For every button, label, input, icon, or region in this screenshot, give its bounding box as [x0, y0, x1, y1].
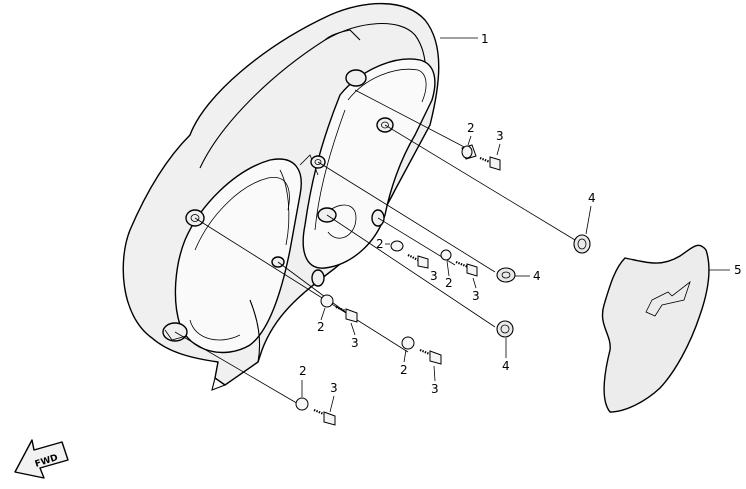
- callout-3-top: 3: [496, 129, 504, 143]
- callout-4-middle: 4: [533, 269, 541, 283]
- callout-3-bottom: 3: [330, 381, 338, 395]
- spacer-collar-top: [461, 144, 477, 160]
- spacer-collar-lower-left: [320, 294, 334, 308]
- callout-4-lower: 4: [502, 359, 510, 373]
- drive-cover-part-1: [122, 2, 440, 391]
- leader-lines: [174, 37, 730, 406]
- callout-5-plate: 5: [734, 263, 742, 277]
- callout-1-cover: 1: [481, 32, 489, 46]
- cover-plate-part-5: [601, 244, 710, 413]
- spacer-collar-lower-mid: [401, 336, 415, 350]
- callout-3-mid-left: 3: [430, 269, 438, 283]
- spacer-collar-mid-right: [440, 249, 452, 261]
- callout-labels: 1 2 3 4 5 2 3 2 3 4 2 3 4 2 3 2 3: [299, 32, 742, 396]
- callout-ticks: [301, 135, 592, 413]
- callout-2-top: 2: [467, 121, 475, 135]
- spacer-collar-bottom: [295, 397, 309, 411]
- callout-2-bottom: 2: [299, 364, 307, 378]
- bolt-top: [479, 156, 501, 171]
- bolt-lower-mid: [419, 348, 442, 365]
- callout-2-mid-left: 2: [376, 237, 384, 251]
- callout-3-lower-left: 3: [351, 336, 359, 350]
- callout-2-lower-mid: 2: [400, 363, 408, 377]
- callout-4-upper: 4: [588, 191, 596, 205]
- bolt-lower-left: [335, 305, 358, 323]
- callout-3-lower-mid: 3: [431, 382, 439, 396]
- grommet-lower: [496, 320, 514, 338]
- callout-3-mid-right: 3: [472, 289, 480, 303]
- bolt-bottom: [313, 408, 336, 426]
- fwd-direction-arrow: FWD: [14, 439, 69, 479]
- bolt-mid-left: [407, 254, 429, 269]
- grommet-middle: [496, 267, 516, 283]
- callout-2-mid-right: 2: [445, 276, 453, 290]
- spacer-collar-mid-left: [390, 240, 404, 252]
- callout-2-lower-left: 2: [317, 320, 325, 334]
- grommet-upper: [573, 234, 591, 254]
- bolt-mid-right: [455, 260, 478, 277]
